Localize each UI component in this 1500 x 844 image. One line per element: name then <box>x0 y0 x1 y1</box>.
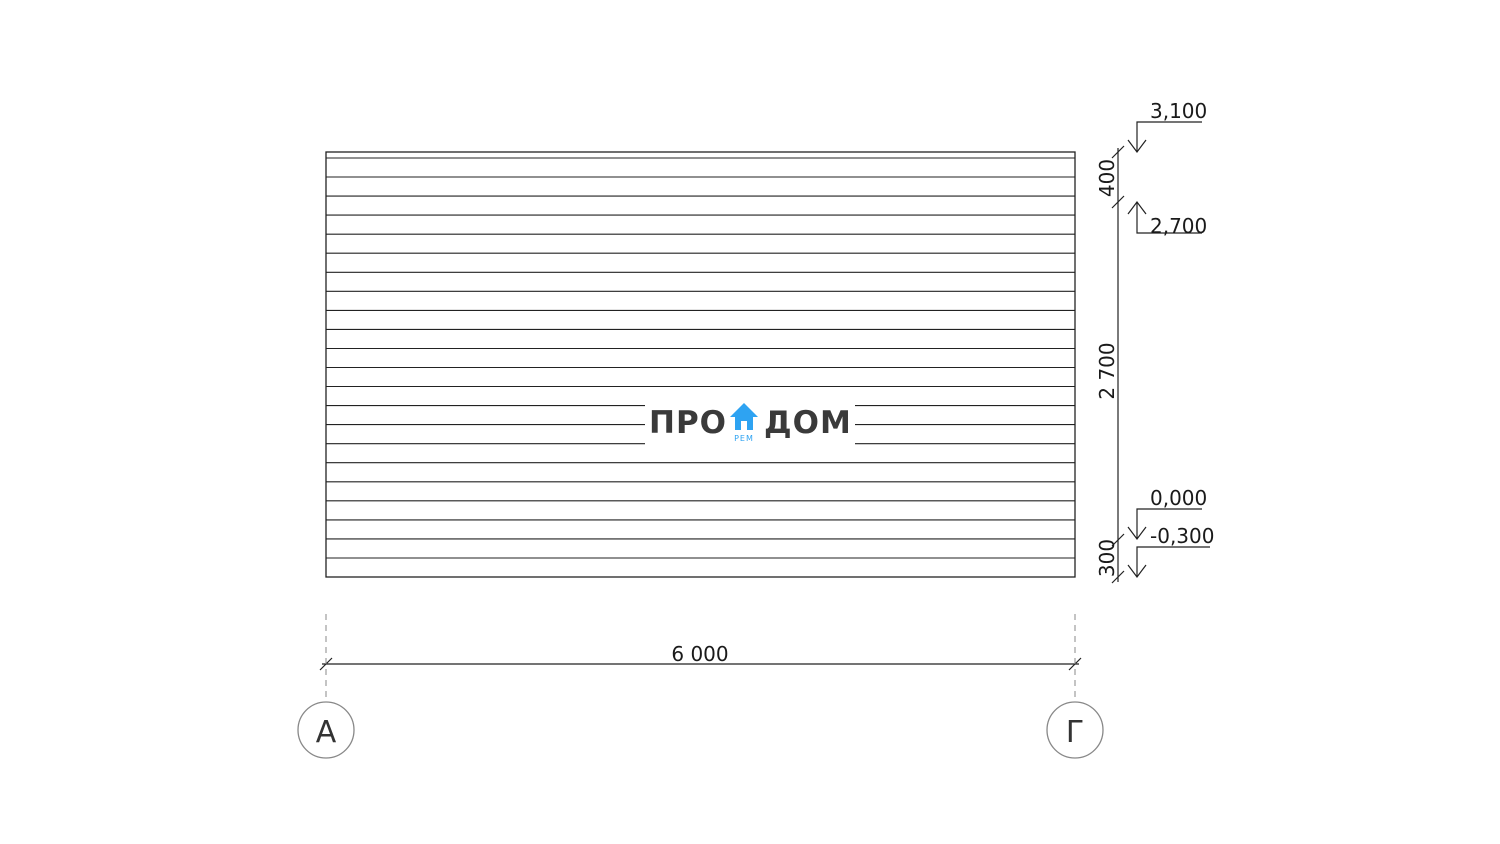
house-icon <box>730 403 758 430</box>
axis-lines <box>325 614 1076 700</box>
plinth-height-label: 300 <box>1095 539 1119 577</box>
axis-label-left: А <box>316 715 337 750</box>
watermark-logo: ПРО РЕМ ДОМ <box>645 400 855 446</box>
level-ground-label: -0,300 <box>1150 524 1214 548</box>
level-top-label: 3,100 <box>1150 99 1207 123</box>
wall-outline <box>325 151 1076 578</box>
watermark-sub-text: РЕМ <box>734 434 754 443</box>
level-wall-top-label: 2,700 <box>1150 214 1207 238</box>
wall-boards <box>326 157 1075 559</box>
watermark-left-text: ПРО <box>649 405 727 441</box>
vertical-dimension-chain <box>1111 145 1125 584</box>
axis-label-right: Г <box>1066 715 1084 750</box>
gable-height-label: 400 <box>1095 159 1119 197</box>
wall-height-label: 2 700 <box>1095 342 1119 399</box>
level-floor-label: 0,000 <box>1150 486 1207 510</box>
level-mark-top <box>1127 121 1202 153</box>
axis-bubble-left <box>297 701 355 759</box>
watermark-right-text: ДОМ <box>764 405 852 441</box>
level-mark-wall-top <box>1127 201 1202 234</box>
level-mark-floor <box>1127 508 1202 540</box>
level-mark-ground <box>1127 546 1210 578</box>
width-dimension-label: 6 000 <box>671 642 728 666</box>
axis-bubble-right <box>1046 701 1104 759</box>
